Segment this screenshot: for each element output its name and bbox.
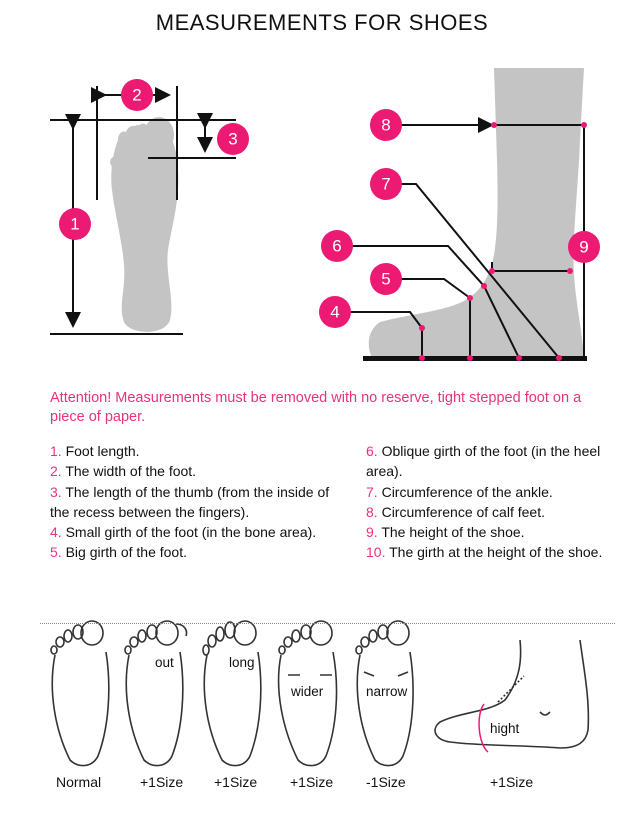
measurement-list-right: 6. Oblique girth of the foot (in the hee… xyxy=(366,441,606,563)
foot-top-view xyxy=(110,117,179,332)
list-item: 6. Oblique girth of the foot (in the hee… xyxy=(366,443,601,480)
list-item: 9. The height of the shoe. xyxy=(366,524,525,541)
leg-measure-dots xyxy=(419,122,587,361)
marker-9: 9 xyxy=(568,231,600,263)
list-item: 8. Circumference of calf feet. xyxy=(366,503,545,520)
list-item: 10. The girth at the height of the shoe. xyxy=(366,544,603,561)
marker-6: 6 xyxy=(321,230,353,262)
list-item: 1. Foot length. xyxy=(50,443,140,459)
size-label-long: +1Size xyxy=(214,774,258,790)
marker-1: 1 xyxy=(59,208,91,240)
size-label-hight: +1Size xyxy=(490,774,534,790)
foot-label-hight: hight xyxy=(490,721,520,736)
svg-text:3: 3 xyxy=(228,130,237,149)
svg-text:8: 8 xyxy=(381,116,390,135)
list-item: 3. The length of the thumb (from the ins… xyxy=(50,483,330,520)
list-item: 7. Circumference of the ankle. xyxy=(366,483,553,500)
size-label-narrow: -1Size xyxy=(366,774,406,790)
svg-text:2: 2 xyxy=(132,86,141,105)
size-label-wider: +1Size xyxy=(290,774,334,790)
foot-out xyxy=(124,620,188,767)
svg-text:1: 1 xyxy=(70,215,79,234)
size-label-normal: Normal xyxy=(56,774,102,790)
marker-5: 5 xyxy=(370,263,402,295)
foot-normal xyxy=(50,620,110,767)
foot-label-narrow: narrow xyxy=(366,684,408,699)
dotted-divider xyxy=(40,623,615,624)
page-title: MEASUREMENTS FOR SHOES xyxy=(155,10,489,35)
foot-outlines xyxy=(50,620,590,767)
leg-side-view xyxy=(368,68,584,358)
foot-long xyxy=(202,620,262,767)
measurement-list-left: 1. Foot length. 2. The width of the foot… xyxy=(50,441,340,563)
foot-high-side xyxy=(434,639,590,753)
marker-2: 2 xyxy=(121,79,153,111)
list-item: 4. Small girth of the foot (in the bone … xyxy=(50,524,317,541)
svg-text:7: 7 xyxy=(381,175,390,194)
foot-label-out: out xyxy=(155,655,174,670)
marker-3: 3 xyxy=(217,123,249,155)
list-item: 5. Big girth of the foot. xyxy=(50,544,187,561)
list-item: 2. The width of the foot. xyxy=(50,463,197,480)
size-label-out: +1Size xyxy=(140,774,184,790)
foot-narrow xyxy=(355,620,414,767)
svg-text:9: 9 xyxy=(579,238,588,257)
attention-note: Attention! Measurements must be removed … xyxy=(50,390,582,425)
foot-label-wider: wider xyxy=(291,684,324,699)
svg-text:6: 6 xyxy=(332,237,341,256)
marker-8: 8 xyxy=(370,109,402,141)
foot-wider xyxy=(277,620,338,767)
svg-text:5: 5 xyxy=(381,270,390,289)
svg-text:4: 4 xyxy=(330,303,339,322)
foot-top-lines xyxy=(50,86,236,335)
marker-7: 7 xyxy=(370,168,402,200)
foot-label-long: long xyxy=(229,655,255,670)
marker-4: 4 xyxy=(319,296,351,328)
